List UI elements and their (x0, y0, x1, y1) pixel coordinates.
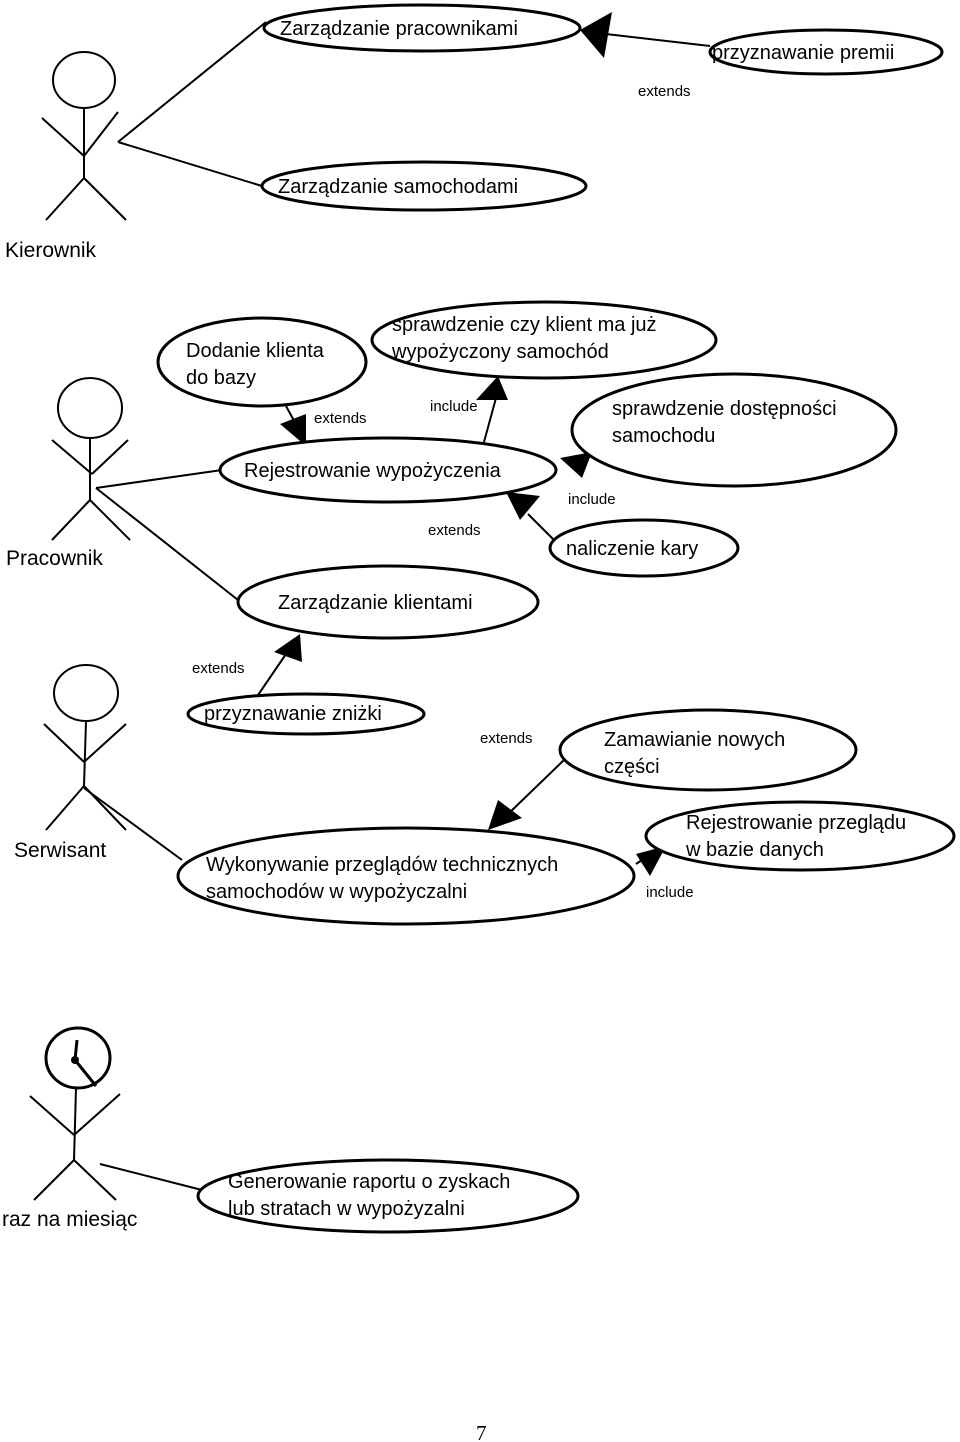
actor-kierownik: Kierownik (5, 51, 127, 262)
actor-label-pracownik: Pracownik (6, 547, 103, 570)
actor-timer: raz na miesiąc (2, 1026, 137, 1231)
relation-label-include: include (430, 398, 478, 415)
use-case-label-line1: Generowanie raportu o zyskach (228, 1171, 510, 1193)
use-case-naliczenie-kary: naliczenie kary (548, 518, 740, 578)
relation-label-include: include (646, 884, 694, 901)
use-case-label-line1: sprawdzenie dostępności (612, 398, 837, 420)
use-case-label: przyznawanie premii (712, 42, 894, 64)
use-case-label-line2: lub stratach w wypożyzalni (228, 1198, 465, 1220)
actor-label-kierownik: Kierownik (5, 239, 97, 262)
actor-serwisant: Serwisant (14, 664, 127, 862)
use-case-label-line2: w bazie danych (685, 839, 824, 861)
use-case-wykonywanie-przegladow: Wykonywanie przeglądów technicznych samo… (176, 826, 636, 926)
use-case-label: Zarządzanie samochodami (278, 176, 518, 198)
use-case-label: przyznawanie zniżki (204, 703, 382, 725)
use-case-label-line1: Wykonywanie przeglądów technicznych (206, 854, 558, 876)
use-case-generowanie-raportu: Generowanie raportu o zyskach lub strata… (196, 1158, 580, 1234)
actor-pracownik: Pracownik (6, 377, 131, 570)
actor-label-serwisant: Serwisant (14, 839, 106, 862)
relation-label-include: include (568, 491, 616, 508)
relation-label-extends: extends (428, 522, 481, 539)
use-case-rejestrowanie-wypozyczenia: Rejestrowanie wypożyczenia (218, 436, 558, 504)
relation-labels: extends extends include include extends … (192, 83, 694, 901)
relation-label-extends: extends (480, 730, 533, 747)
use-case-label: Zarządzanie pracownikami (280, 18, 518, 40)
use-case-rejestrowanie-przegladu: Rejestrowanie przeglądu w bazie danych (644, 800, 956, 872)
use-case-label-line2: do bazy (186, 367, 256, 389)
page-number: 7 (476, 1421, 487, 1442)
use-case-przyznawanie-znizki: przyznawanie zniżki (186, 692, 426, 736)
use-case-label-line1: sprawdzenie czy klient ma już (392, 314, 657, 336)
use-case-sprawdzenie-klienta: sprawdzenie czy klient ma już wypożyczon… (370, 300, 718, 380)
use-case-label: Rejestrowanie wypożyczenia (244, 460, 502, 482)
relation-connectors (255, 12, 711, 876)
use-case-sprawdzenie-dostepnosci: sprawdzenie dostępności samochodu (570, 372, 898, 488)
use-case-label-line1: Dodanie klienta (186, 340, 325, 362)
use-case-label-line2: części (604, 756, 660, 778)
use-case-przyznawanie-premii: przyznawanie premii (708, 28, 944, 76)
use-case-label-line1: Rejestrowanie przeglądu (686, 812, 906, 834)
relation-label-extends: extends (314, 410, 367, 427)
actor-label-timer: raz na miesiąc (2, 1208, 137, 1231)
use-case-label-line1: Zamawianie nowych (604, 729, 785, 751)
use-case-label-line2: samochodów w wypożyczalni (206, 881, 467, 903)
use-case-zarzadzanie-klientami: Zarządzanie klientami (236, 564, 540, 640)
use-case-dodanie-klienta: Dodanie klienta do bazy (156, 316, 368, 408)
use-case-label: naliczenie kary (566, 538, 698, 560)
associations (83, 21, 267, 1191)
use-case-label: Zarządzanie klientami (278, 592, 473, 614)
use-case-zarzadzanie-pracownikami: Zarządzanie pracownikami (262, 3, 582, 53)
use-case-zamawianie-czesci: Zamawianie nowych części (558, 708, 858, 792)
use-case-label-line2: samochodu (612, 425, 715, 447)
relation-label-extends: extends (638, 83, 691, 100)
relation-label-extends: extends (192, 660, 245, 677)
use-case-zarzadzanie-samochodami: Zarządzanie samochodami (260, 160, 588, 212)
use-case-label-line2: wypożyczony samochód (391, 341, 609, 363)
